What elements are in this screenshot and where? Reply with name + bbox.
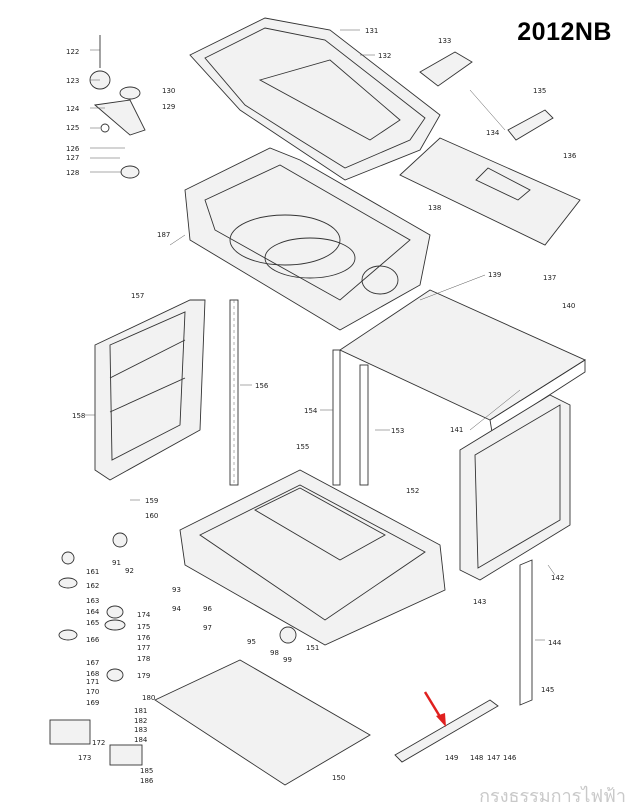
callout: 168 [86,670,99,678]
callout: 174 [137,611,151,619]
callout: 92 [125,567,134,575]
callout: 125 [66,124,79,132]
block-135-part [507,109,554,141]
callout: 164 [86,608,100,616]
callout: 143 [473,598,486,606]
side-panel-157-part [94,299,206,481]
callout: 153 [391,427,404,435]
callout: 155 [296,443,309,451]
rod-154-part [332,349,341,486]
callout: 98 [270,649,279,657]
callout: 163 [86,597,99,605]
callout: 123 [66,77,79,85]
callout: 129 [162,103,175,111]
callout: 166 [86,636,100,644]
callout: 167 [86,659,99,667]
callout: 124 [66,105,80,113]
callout: 182 [134,717,147,725]
callout: 96 [203,605,212,613]
rail-144-part [519,559,533,706]
callout: 97 [203,624,212,632]
pointer-arrow [423,691,446,727]
callout: 152 [406,487,419,495]
callout: 146 [503,754,517,762]
callout: 134 [486,129,500,137]
top-cover-part [189,17,441,181]
callout: 138 [428,204,441,212]
cover-plate-part [399,137,581,246]
callout: 157 [131,292,144,300]
callout: 132 [378,52,391,60]
base-155-part [179,469,446,646]
callout: 136 [563,152,577,160]
callout: 142 [551,574,564,582]
callout: 128 [66,169,79,177]
callout: 139 [488,271,501,279]
callout: 160 [145,512,158,520]
leader-lines [85,29,556,641]
callout: 176 [137,634,151,642]
callout: 186 [140,777,154,785]
callout: 177 [137,644,150,652]
callout: 131 [365,27,378,35]
plate-139-part [339,289,586,433]
callout: 151 [306,644,319,652]
callout: 147 [487,754,500,762]
callout: 144 [548,639,562,647]
callout-labels: 122 123 124 125 126 127 128 129 130 131 … [66,27,577,785]
callout: 95 [247,638,256,646]
callout: 148 [470,754,483,762]
callout: 180 [142,694,155,702]
callout: 122 [66,48,79,56]
bottom-plate-150-part [154,659,371,786]
callout: 173 [78,754,91,762]
callout: 187 [157,231,170,239]
callout: 169 [86,699,99,707]
callout: 141 [450,426,463,434]
callout: 162 [86,582,99,590]
callout: 126 [66,145,80,153]
rod-153-part [359,364,369,486]
callout: 185 [140,767,153,775]
callout: 127 [66,154,79,162]
callout: 91 [112,559,121,567]
callout: 99 [283,656,292,664]
side-cover-143-part [459,394,571,581]
frame-187-part [184,147,431,331]
callout: 184 [134,736,148,744]
callout: 159 [145,497,158,505]
model-title: 2012NB [517,18,612,46]
bar-149-part [394,699,499,763]
callout: 135 [533,87,546,95]
callout: 130 [162,87,175,95]
callout: 161 [86,568,99,576]
callout: 150 [332,774,345,782]
callout: 175 [137,623,150,631]
callout: 156 [255,382,269,390]
callout: 133 [438,37,451,45]
callout: 137 [543,274,556,282]
callout: 183 [134,726,147,734]
callout: 158 [72,412,85,420]
callout: 179 [137,672,150,680]
watermark: กรงธรรมการไฟฟ้า [479,786,626,807]
callout: 145 [541,686,554,694]
rod-156-part [229,299,239,486]
callout: 149 [445,754,458,762]
callout: 170 [86,688,99,696]
callout: 94 [172,605,181,613]
callout: 171 [86,678,99,686]
callout: 93 [172,586,181,594]
callout: 140 [562,302,575,310]
callout: 172 [92,739,105,747]
callout: 154 [304,407,318,415]
callout: 178 [137,655,150,663]
callout: 181 [134,707,147,715]
callout: 165 [86,619,99,627]
block-133-part [419,51,473,87]
